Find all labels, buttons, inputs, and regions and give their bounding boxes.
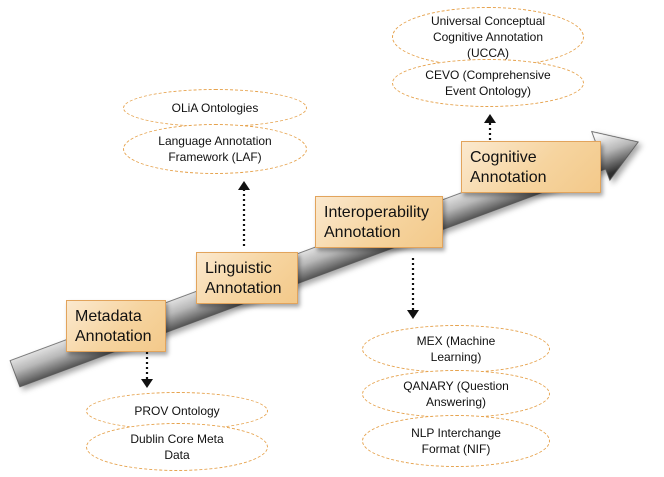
bubble-nif: NLP Interchange Format (NIF) [362,415,550,467]
connector-linguistic-head [238,181,250,190]
bubble-cevo: CEVO (Comprehensive Event Ontology) [392,59,584,107]
stage-metadata-annotation: Metadata Annotation [66,300,166,352]
bubble-qanary: QANARY (Question Answering) [362,370,550,418]
bubble-olia-ontologies: OLiA Ontologies [123,89,307,127]
stage-linguistic-annotation: Linguistic Annotation [196,252,298,304]
stage-cognitive-annotation: Cognitive Annotation [461,141,601,193]
connector-cognitive-head [484,114,496,123]
bubble-mex: MEX (Machine Learning) [362,325,550,373]
bubble-laf: Language Annotation Framework (LAF) [123,124,307,174]
connector-interoperability-head [407,310,419,319]
bubble-dublin-core: Dublin Core Meta Data [86,423,268,471]
stage-interoperability-annotation: Interoperability Annotation [315,196,443,248]
connector-metadata-head [141,379,153,388]
bubble-ucca: Universal Conceptual Cognitive Annotatio… [392,7,584,67]
